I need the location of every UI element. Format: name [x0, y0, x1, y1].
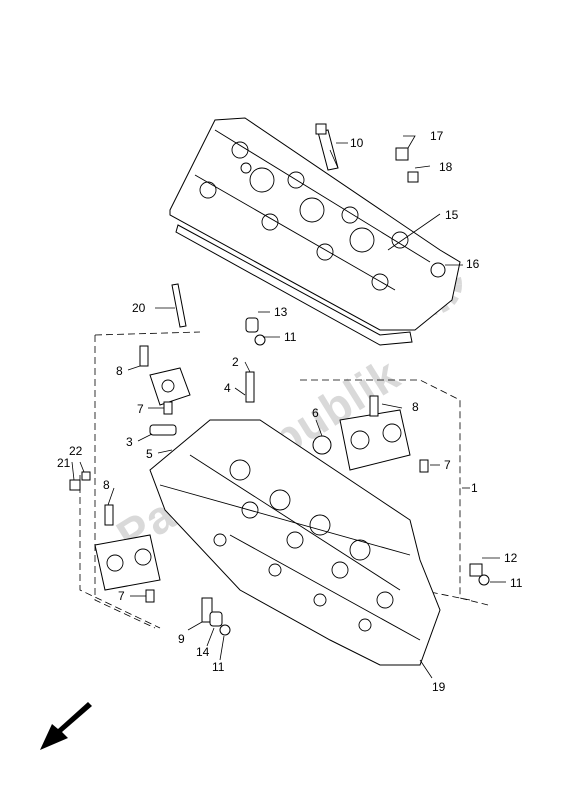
bolt-17 — [395, 147, 409, 161]
dowel-14 — [209, 611, 231, 636]
plug-6 — [312, 435, 332, 455]
callout-12: 12 — [504, 551, 518, 565]
seal-3 — [149, 424, 177, 436]
bolt-21-22 — [69, 471, 91, 491]
cylinder-head — [149, 419, 441, 666]
front-direction-arrow-icon — [40, 702, 92, 750]
leader-lines — [71, 135, 506, 679]
callout-1: 1 — [471, 481, 478, 495]
cam-cap-left-upper — [149, 367, 191, 406]
grommet-16 — [430, 262, 446, 278]
callout-18: 18 — [439, 160, 453, 174]
pin-9 — [201, 597, 213, 623]
callout-3: 3 — [126, 435, 133, 449]
spark-plug — [315, 123, 339, 171]
callout-15: 15 — [445, 208, 459, 222]
cam-cap-right — [339, 409, 411, 471]
callout-16: 16 — [466, 257, 480, 271]
dowel-13 — [245, 317, 259, 333]
callout-8-upper-left: 8 — [116, 364, 123, 378]
callout-11-lower: 11 — [212, 660, 225, 674]
cylinder-head-cover — [169, 117, 461, 346]
callout-7-lower: 7 — [118, 589, 125, 603]
callout-14: 14 — [196, 645, 210, 659]
assembly-bracket-lower — [79, 475, 471, 629]
callout-2: 2 — [232, 355, 239, 369]
callout-7-upper: 7 — [137, 402, 144, 416]
callout-10: 10 — [350, 136, 364, 150]
callout-13: 13 — [274, 305, 288, 319]
callout-20: 20 — [132, 301, 146, 315]
callout-17: 17 — [430, 129, 444, 143]
callouts: 10 17 18 15 16 20 13 11 2 8 4 7 8 6 3 5 … — [57, 129, 523, 694]
callout-7-right: 7 — [444, 458, 451, 472]
washer-11 — [254, 334, 266, 346]
guide-2 — [245, 371, 255, 403]
callout-8-lower-left: 8 — [103, 478, 110, 492]
callout-4: 4 — [224, 381, 231, 395]
cam-cap-left-lower — [94, 534, 161, 591]
bolt-18 — [407, 171, 419, 183]
assembly-bracket — [94, 331, 489, 629]
stud-bolt-20 — [171, 283, 187, 328]
callout-19: 19 — [432, 680, 446, 694]
callout-22: 22 — [69, 444, 83, 458]
callout-6: 6 — [312, 406, 319, 420]
callout-11-right: 11 — [510, 576, 523, 590]
callout-21: 21 — [57, 456, 71, 470]
callout-9: 9 — [178, 632, 185, 646]
bolts-8 — [104, 345, 379, 526]
callout-11-upper: 11 — [284, 330, 297, 344]
callout-5: 5 — [146, 447, 153, 461]
bolt-12 — [469, 563, 490, 586]
callout-8-right: 8 — [412, 400, 419, 414]
